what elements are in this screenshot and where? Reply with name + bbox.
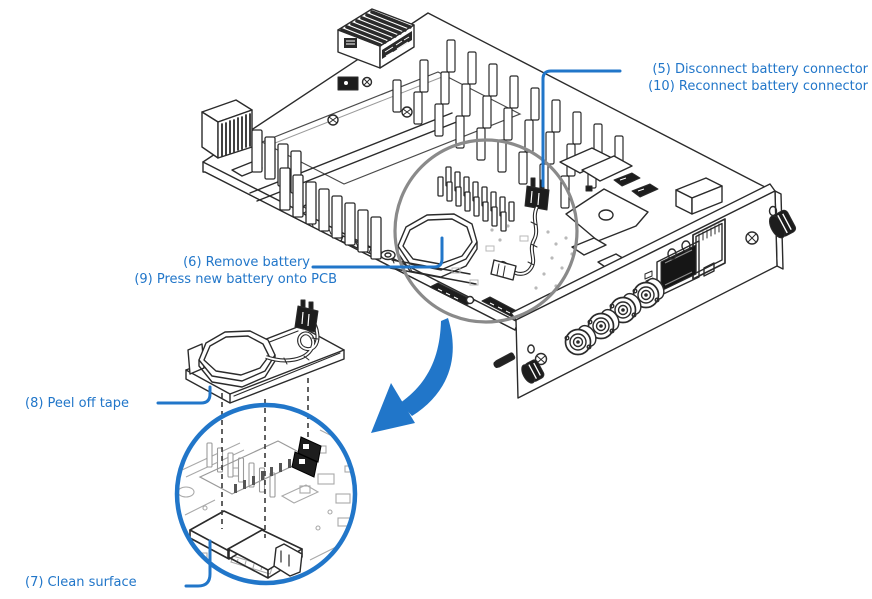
callout-surface: (7) Clean surface bbox=[25, 575, 137, 592]
callout-step-10: (10) Reconnect battery connector bbox=[648, 78, 868, 94]
callout-line-tape bbox=[156, 385, 212, 405]
thumbscrew-bottom bbox=[521, 359, 545, 384]
magnifier-circle bbox=[393, 138, 579, 324]
shield-plate bbox=[260, 71, 522, 185]
callout-step-7: (7) Clean surface bbox=[25, 575, 137, 590]
pwr-connector-left bbox=[337, 76, 373, 91]
detail-circle-ring bbox=[174, 402, 358, 586]
callout-line-connector bbox=[541, 69, 622, 188]
callout-step-9: (9) Press new battery onto PCB bbox=[134, 271, 337, 287]
bnc-connector bbox=[564, 324, 597, 356]
board-battery-wire bbox=[490, 206, 539, 281]
callout-step-8: (8) Peel off tape bbox=[25, 396, 130, 411]
board-battery-zone bbox=[389, 166, 574, 322]
right-components bbox=[559, 147, 723, 315]
callout-line-surface bbox=[184, 539, 212, 588]
callout-battery: (6) Remove battery (9) Press new battery… bbox=[134, 255, 337, 288]
faceplate-screws bbox=[527, 205, 778, 366]
assembly-wire-connector bbox=[294, 299, 319, 333]
callout-step-6: (6) Remove battery bbox=[183, 255, 310, 270]
detail-battery-connector bbox=[291, 436, 322, 478]
battery-assembly bbox=[185, 299, 345, 404]
bnc-connectors bbox=[564, 277, 665, 356]
detail-clip bbox=[273, 543, 303, 577]
guide-pin bbox=[493, 352, 516, 369]
edge-sockets bbox=[429, 224, 574, 322]
finned-module bbox=[337, 8, 415, 69]
callout-step-5: (5) Disconnect battery connector bbox=[652, 62, 868, 77]
main-board bbox=[201, 8, 797, 399]
callout-lines bbox=[156, 69, 622, 588]
callout-line-battery bbox=[311, 236, 444, 269]
zoom-arrow bbox=[371, 318, 453, 433]
thumbscrew-top bbox=[769, 209, 797, 239]
module-label bbox=[382, 31, 412, 59]
bnc-connector bbox=[632, 277, 665, 309]
callout-battery-connector: (5) Disconnect battery connector (10) Re… bbox=[648, 62, 868, 95]
card-edge-connector bbox=[201, 99, 253, 159]
assembly-wire bbox=[265, 311, 320, 365]
callout-tape: (8) Peel off tape bbox=[25, 396, 129, 413]
